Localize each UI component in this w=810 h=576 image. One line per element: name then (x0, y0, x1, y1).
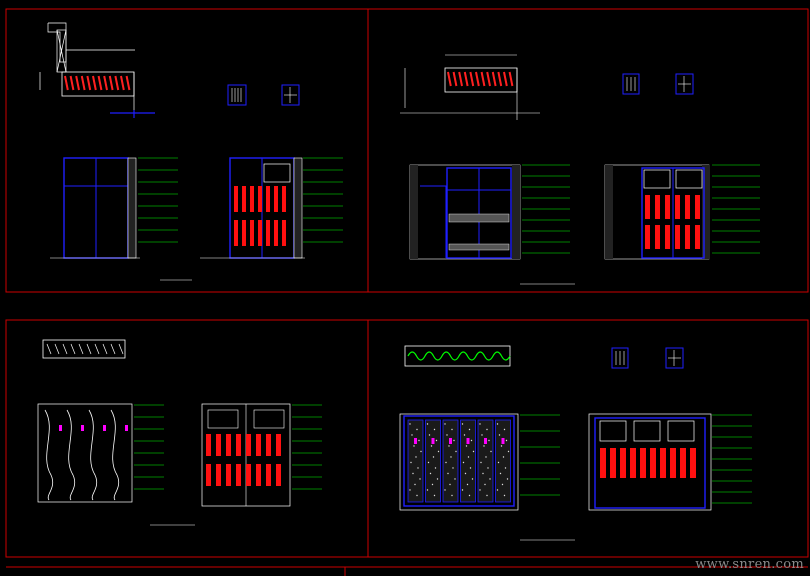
sheet-frames (5, 8, 809, 576)
top-right-drawing (400, 54, 760, 285)
watermark: www.snren.com (695, 557, 804, 572)
top-left-drawing (39, 22, 343, 281)
bottom-left-drawing (37, 339, 322, 526)
bottom-right-drawing (399, 345, 752, 541)
